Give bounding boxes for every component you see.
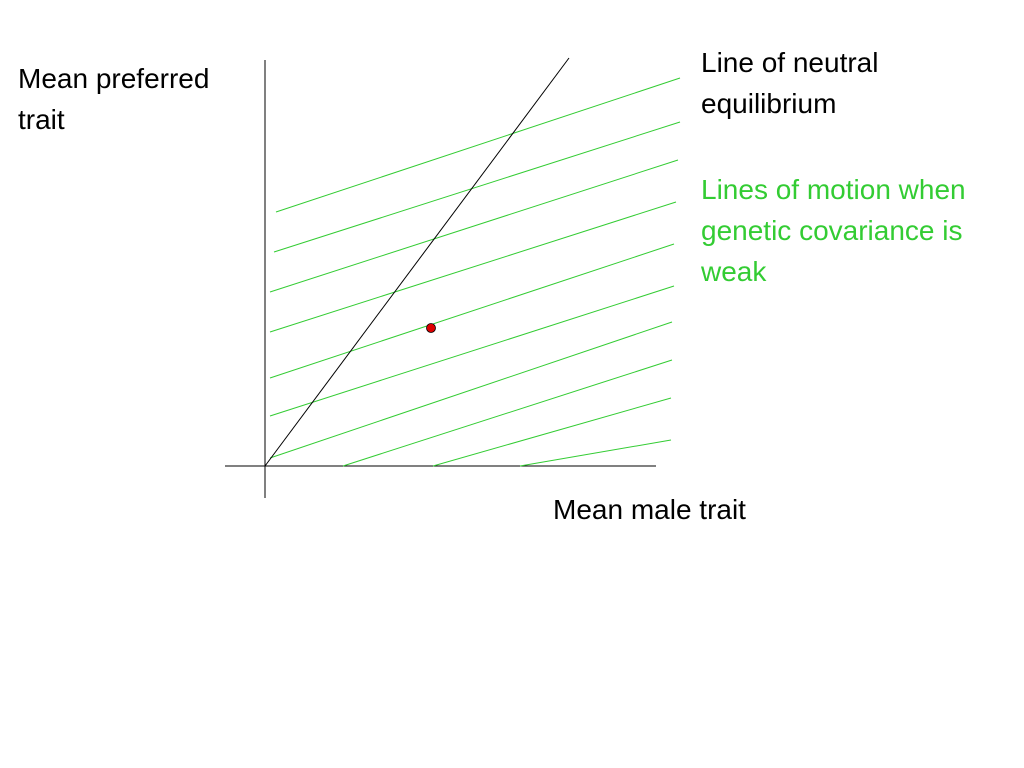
motion-lines-label-line-1: Lines of motion when: [701, 174, 966, 205]
motion-line: [519, 439, 672, 467]
y-axis-label-line-1: Mean preferred: [18, 63, 210, 94]
current-state-point: [426, 323, 436, 333]
motion-lines-label-line-2: genetic covariance is: [701, 215, 963, 246]
motion-line: [275, 77, 681, 213]
motion-lines-label: Lines of motion when genetic covariance …: [701, 169, 1024, 292]
motion-lines: [269, 77, 681, 467]
motion-line: [273, 121, 681, 253]
neutral-line-label-line-1: Line of neutral: [701, 47, 879, 78]
neutral-line-label: Line of neutral equilibrium: [701, 42, 941, 124]
motion-line: [269, 159, 679, 293]
motion-line: [269, 243, 675, 379]
motion-line: [342, 359, 673, 467]
y-axis-label: Mean preferred trait: [18, 58, 268, 140]
motion-lines-label-line-3: weak: [701, 256, 767, 287]
motion-line: [269, 201, 677, 333]
motion-line: [269, 285, 675, 417]
neutral-equilibrium-line: [264, 57, 570, 467]
motion-line: [269, 321, 673, 459]
y-axis-label-line-2: trait: [18, 104, 65, 135]
neutral-line-label-line-2: equilibrium: [701, 88, 837, 119]
x-axis-label: Mean male trait: [553, 494, 746, 525]
motion-line: [432, 397, 672, 467]
